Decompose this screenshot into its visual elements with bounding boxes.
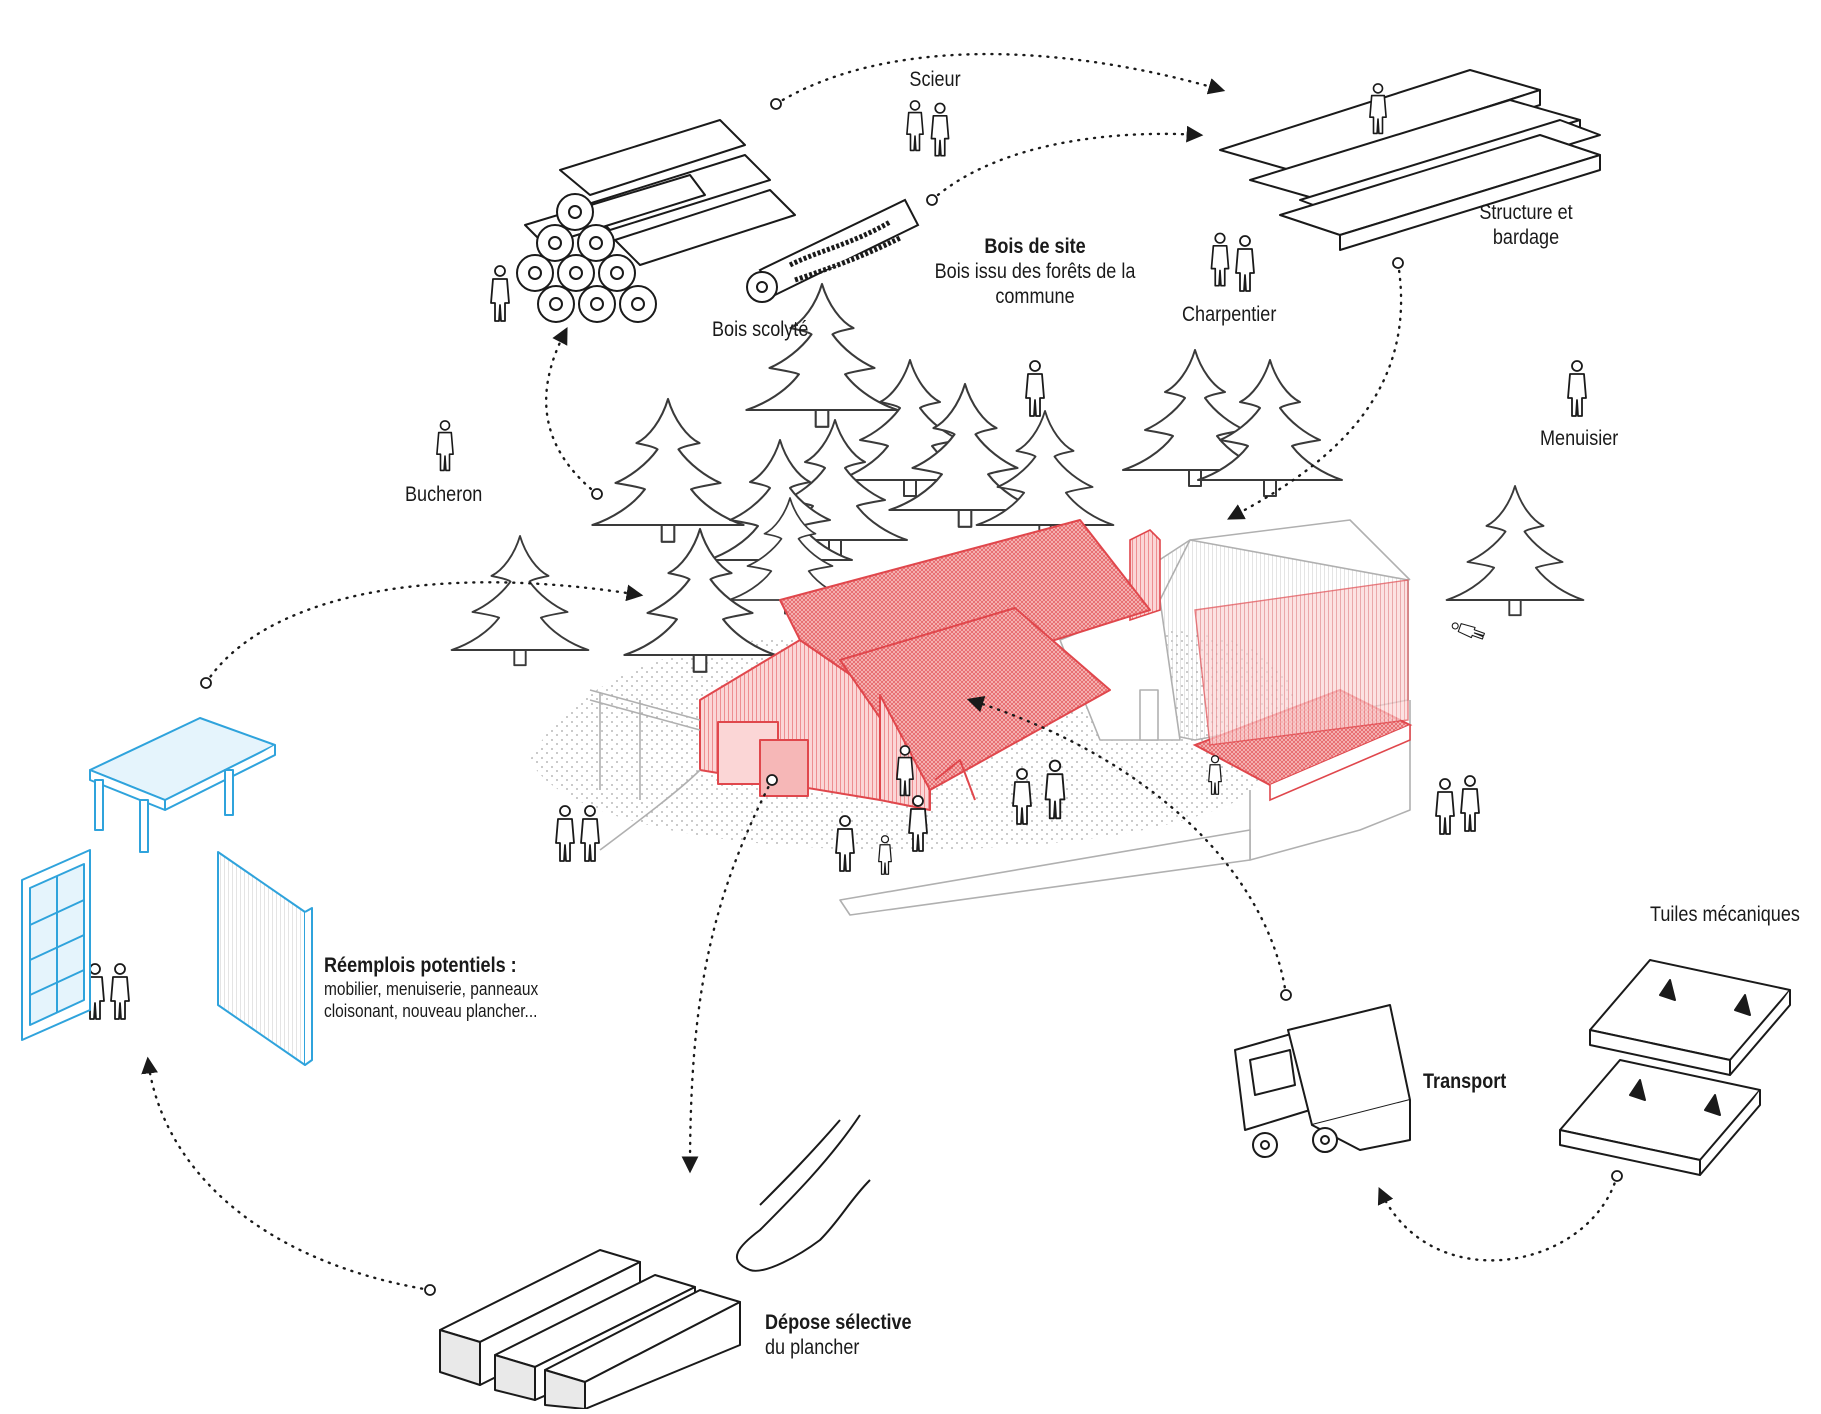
label-depose-desc: du plancher [765,1336,860,1359]
truck-icon [1234,1004,1411,1158]
label-reemplois-block: Réemplois potentiels : mobilier, menuise… [324,953,573,1022]
fence [589,689,701,851]
beetle-wood-log-icon [746,198,920,303]
label-structure: Structure et bardage [1479,201,1573,249]
hand-icon [736,1114,871,1272]
reuse-items [21,717,313,1066]
label-transport: Transport [1423,1070,1507,1093]
label-bois-de-site-title: Bois de site [984,235,1086,258]
window-icon [21,849,91,1041]
arrow-lumber-to-barn [1227,261,1403,520]
flow-arrows [141,52,1619,1292]
log-pile-icon [516,119,796,323]
arrow-truck-to-barn [966,696,1288,997]
label-scieur: Scieur [909,68,961,91]
arrow-scolyte-to-lumber [930,125,1204,202]
arrow-reuse-to-forest [204,581,644,685]
arrow-tiles-to-truck [1377,1174,1619,1262]
roof-tile-icon [1559,959,1791,1176]
arrow-bucheron-to-logs [545,327,599,496]
label-reemplois-title: Réemplois potentiels : [324,954,517,977]
arrow-logs-to-lumber [774,52,1226,106]
label-reemplois-desc: mobilier, menuiserie, panneaux cloisonan… [324,979,539,1021]
label-tuiles: Tuiles mécaniques [1650,903,1800,926]
label-bois-de-site-desc: Bois issu des forêts de la commune [934,260,1136,308]
label-depose-block: Dépose sélective du plancher [765,1310,935,1360]
table-icon [89,717,276,853]
label-bois-de-site-block: Bois de site Bois issu des forêts de la … [915,234,1155,309]
label-structure-block: Structure et bardage [1466,200,1586,250]
label-menuisier: Menuisier [1540,427,1619,450]
panel-icon [217,851,313,1066]
flow-arrow-starts [200,98,1623,1296]
label-charpentier: Charpentier [1182,303,1277,326]
label-bois-scolyte: Bois scolyté [712,318,809,341]
arrow-barn-to-depose [681,778,774,1174]
arrow-depose-to-reuse [141,1056,432,1292]
label-bucheron: Bucheron [405,483,483,506]
label-depose-title: Dépose sélective [765,1311,912,1334]
wood-beam-icon [439,1249,741,1410]
